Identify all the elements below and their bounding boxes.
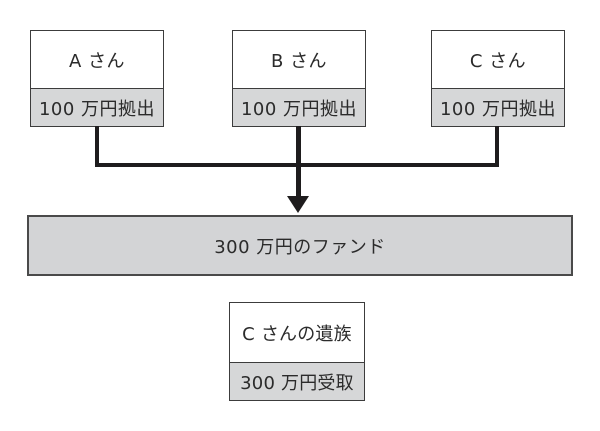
- contributor-box-b: B さん 100 万円拠出: [232, 30, 366, 127]
- contribution-label: 100 万円拠出: [233, 88, 365, 126]
- fund-label: 300 万円のファンド: [214, 236, 386, 258]
- contribution-label: 100 万円拠出: [31, 88, 163, 126]
- connector-line-c: [495, 126, 499, 167]
- contributor-name: C さん: [432, 31, 564, 88]
- connector-line-b: [296, 126, 301, 197]
- contributor-name: B さん: [233, 31, 365, 88]
- contributor-name: A さん: [31, 31, 163, 88]
- fund-box: 300 万円のファンド: [27, 215, 573, 276]
- beneficiary-box: C さんの遺族 300 万円受取: [229, 302, 365, 401]
- contributor-box-c: C さん 100 万円拠出: [431, 30, 565, 127]
- contributor-box-a: A さん 100 万円拠出: [30, 30, 164, 127]
- receipt-label: 300 万円受取: [230, 362, 364, 400]
- beneficiary-name: C さんの遺族: [230, 303, 364, 362]
- arrow-down-icon: [287, 196, 309, 213]
- connector-line-a: [95, 126, 99, 167]
- contribution-label: 100 万円拠出: [432, 88, 564, 126]
